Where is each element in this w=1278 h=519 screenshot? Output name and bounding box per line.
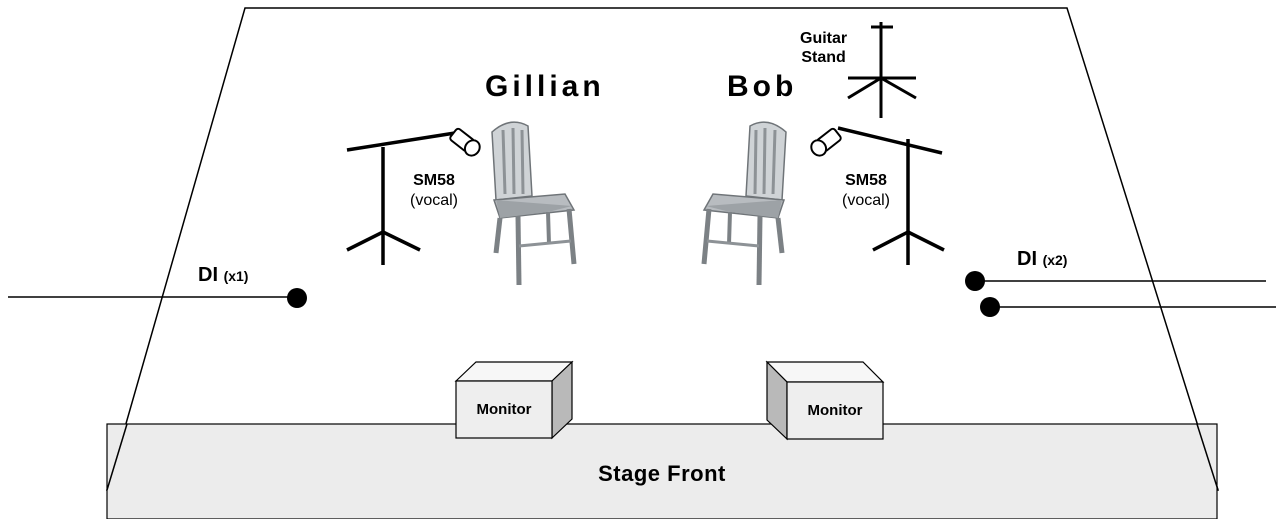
chair-left-icon [491, 121, 577, 286]
di-left-connection [8, 288, 307, 308]
di-right-connection [965, 271, 1276, 317]
guitar-stand-label-line2: Stand [801, 49, 846, 66]
di-right-label: DI (x2) [1017, 248, 1067, 271]
di-left-count: (x1) [223, 268, 249, 284]
guitar-stand-label: Guitar Stand [800, 29, 847, 67]
di-right-count: (x2) [1042, 252, 1068, 268]
microphone-right-icon [810, 127, 842, 157]
performer-name-gillian: Gillian [485, 70, 605, 103]
mic-right-use: (vocal) [841, 192, 890, 209]
di-right-jack-2-icon [980, 297, 1000, 317]
mic-stand-left-icon [346, 131, 456, 265]
mic-left-model: SM58 [413, 172, 455, 189]
mic-label-left: SM58 (vocal) [392, 171, 476, 211]
chair-right-icon [701, 121, 787, 286]
monitor-right-label: Monitor [807, 402, 863, 419]
mic-left-use: (vocal) [409, 192, 458, 209]
mic-stand-right-icon [837, 126, 945, 265]
di-left-jack-icon [287, 288, 307, 308]
monitor-right-icon [765, 360, 885, 441]
di-left-label: DI (x1) [198, 264, 248, 287]
di-right-text: DI [1017, 248, 1037, 270]
guitar-stand-icon [847, 22, 917, 118]
di-left-text: DI [198, 264, 218, 286]
stage-front-label: Stage Front [598, 461, 726, 486]
guitar-stand-label-line1: Guitar [800, 30, 848, 47]
performer-name-bob: Bob [727, 70, 798, 103]
di-right-jack-1-icon [965, 271, 985, 291]
mic-label-right: SM58 (vocal) [824, 171, 908, 211]
mic-right-model: SM58 [845, 172, 887, 189]
monitor-left-icon [454, 360, 574, 440]
stage-front-strip [106, 423, 1218, 519]
monitor-left-label: Monitor [476, 401, 532, 418]
microphone-left-icon [449, 127, 481, 157]
